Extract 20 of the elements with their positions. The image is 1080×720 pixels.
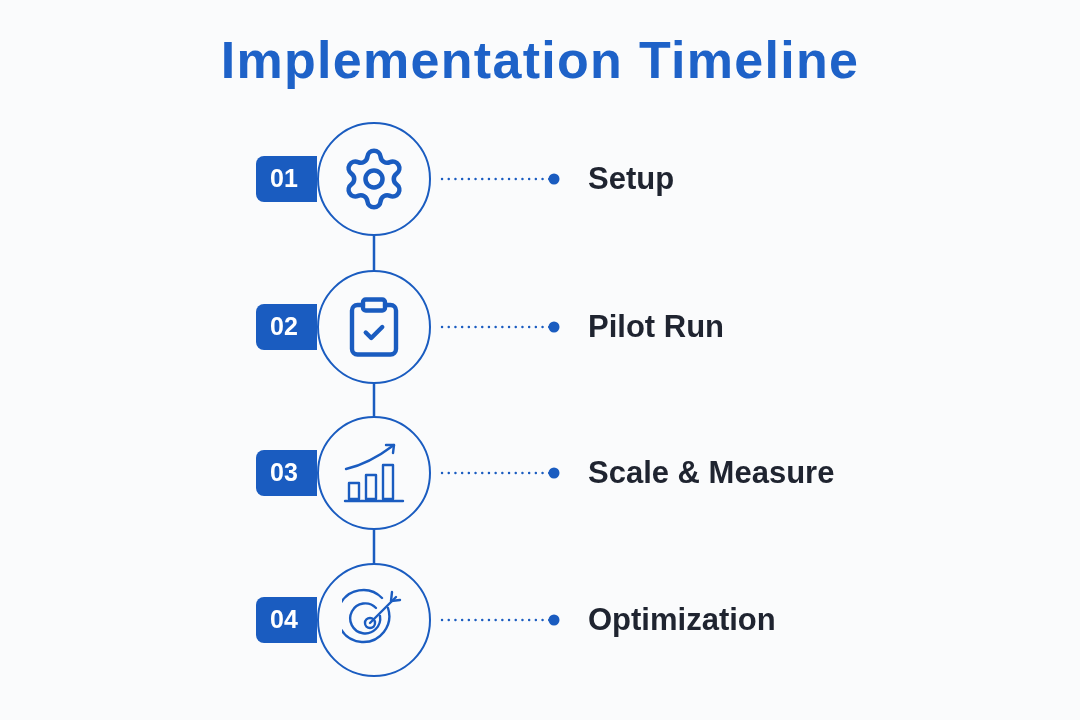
step-label: Optimization (588, 600, 776, 639)
step-label: Setup (588, 159, 675, 198)
dotted-connector (440, 467, 560, 479)
step-number-badge (256, 597, 317, 643)
connector-line (372, 382, 376, 418)
step-number: 01 (270, 163, 298, 195)
connector-line (372, 528, 376, 565)
step-number-badge (256, 156, 317, 202)
dotted-connector (440, 614, 560, 626)
dotted-connector (440, 321, 560, 333)
step-label: Scale & Measure (588, 453, 835, 492)
step-number: 02 (270, 311, 298, 343)
title: Implementation Timeline (220, 30, 860, 91)
step-label: Pilot Run (588, 307, 725, 346)
step-number: 04 (270, 604, 298, 636)
step-number-badge (256, 450, 317, 496)
connector-line (372, 234, 376, 272)
step-number: 03 (270, 457, 298, 489)
dotted-connector (440, 173, 560, 185)
step-number-badge (256, 304, 317, 350)
